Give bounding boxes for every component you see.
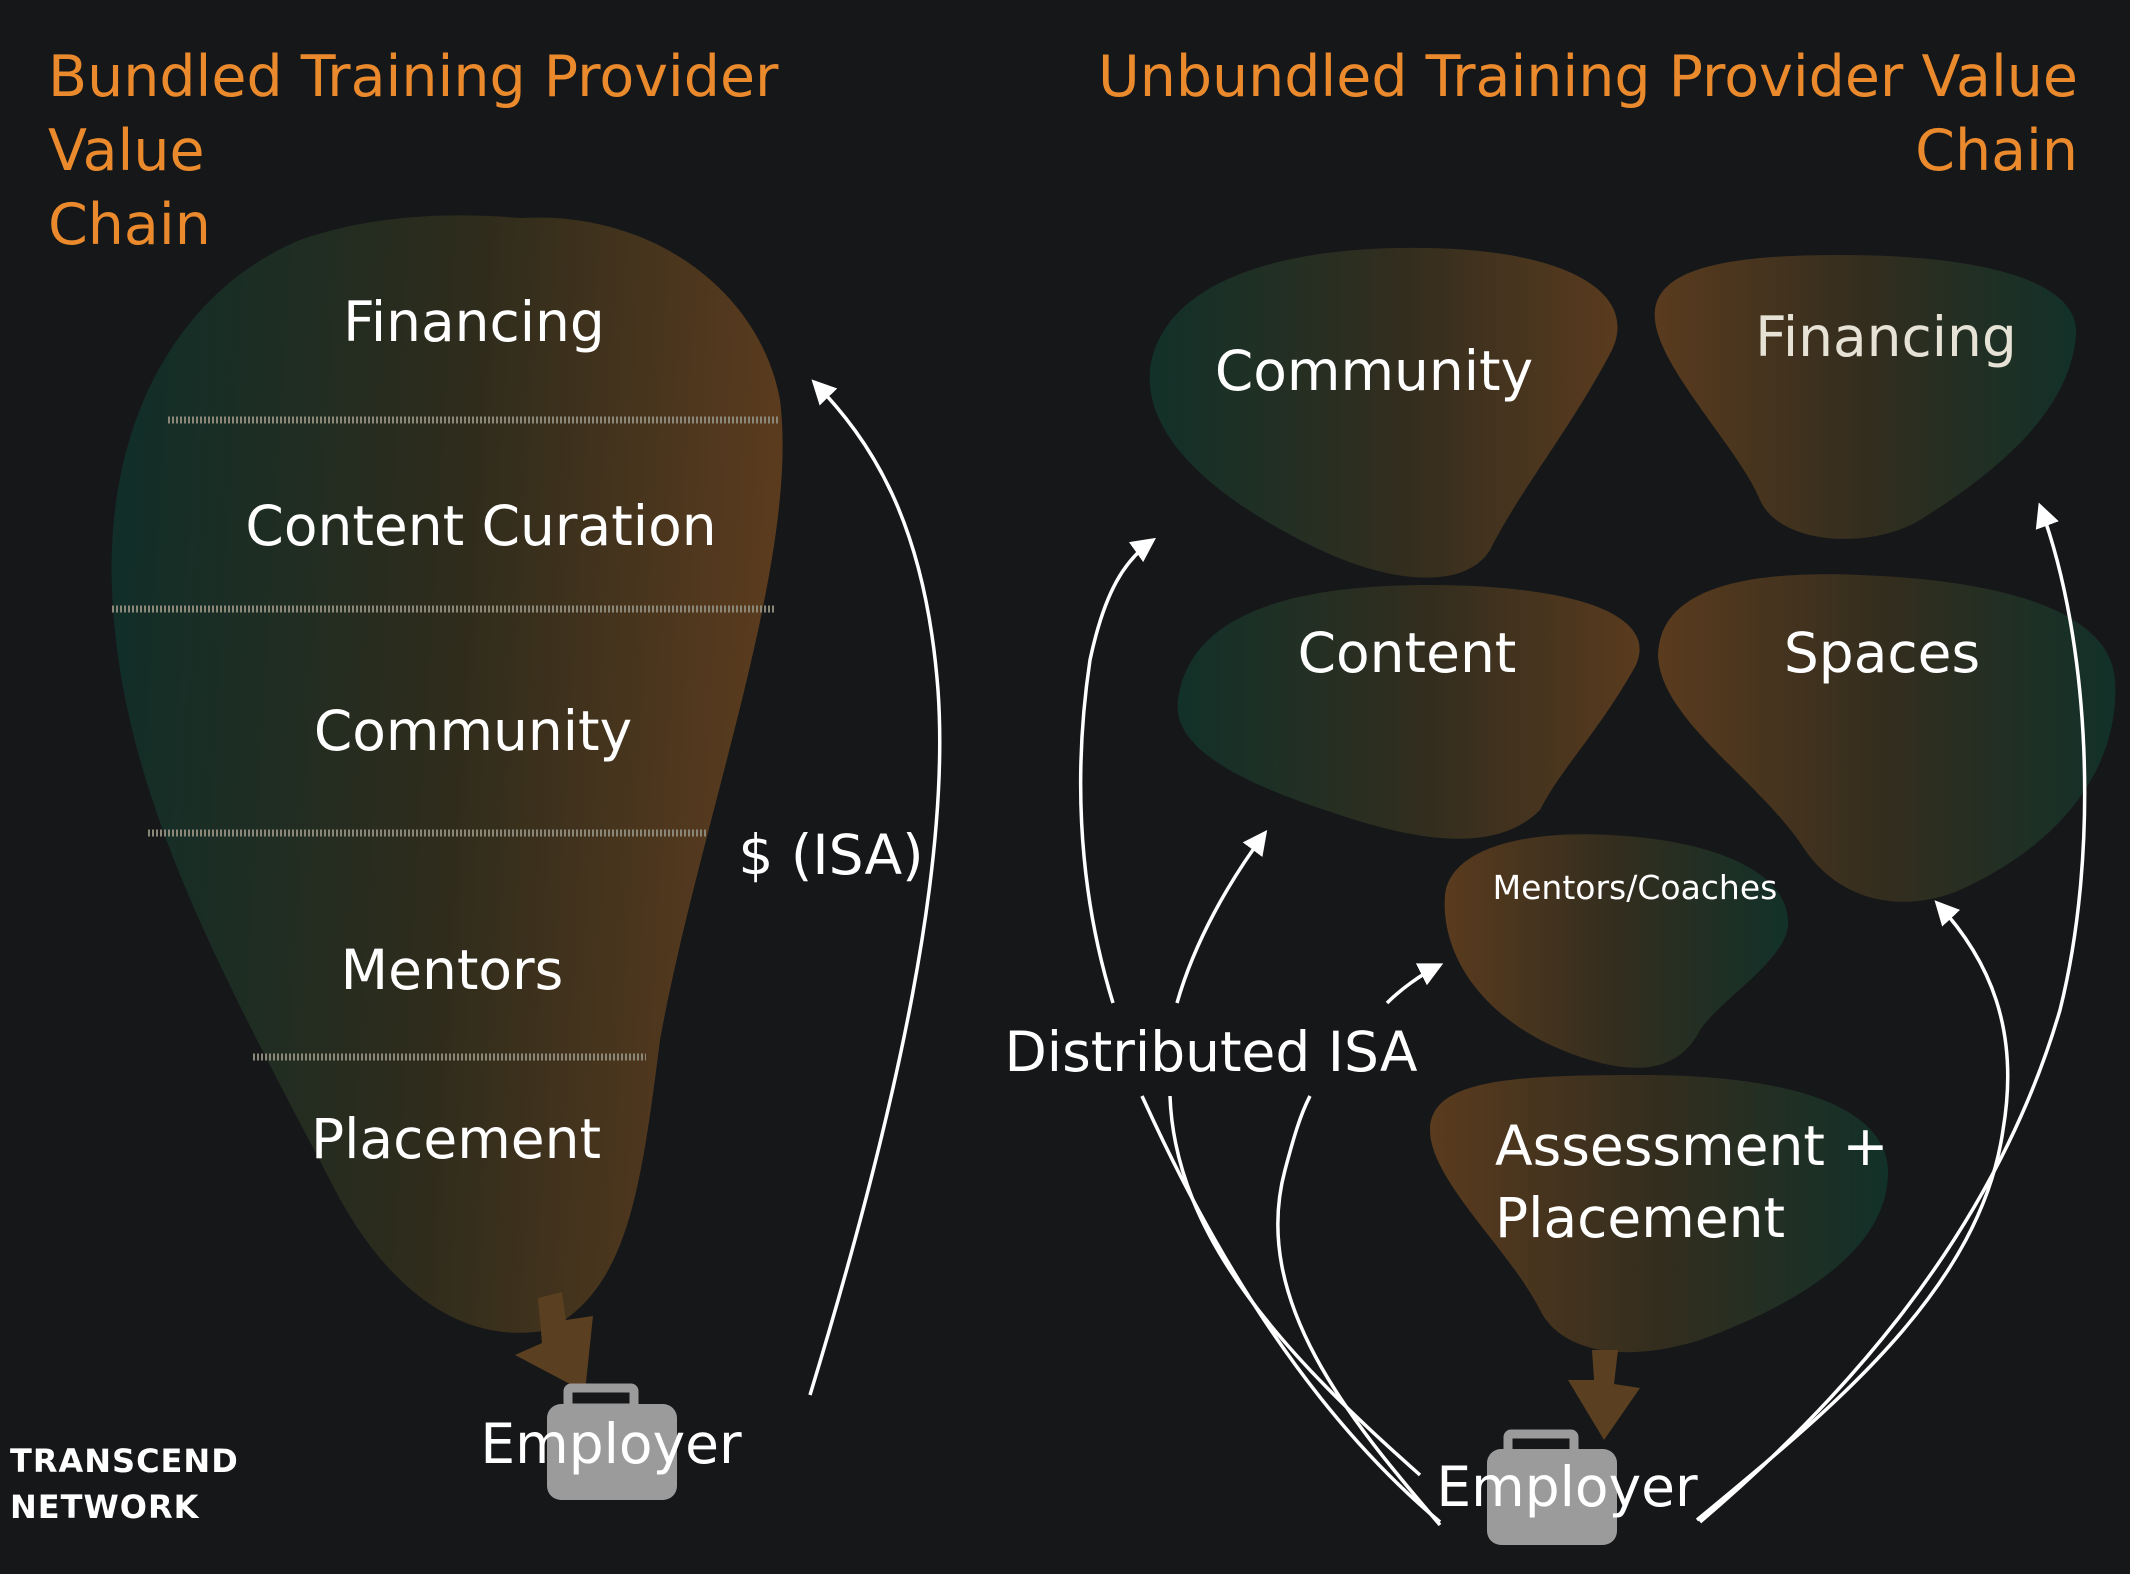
community-label: Community	[1214, 339, 1534, 403]
logo-line-2: NETWORK	[10, 1488, 200, 1526]
briefcase-icon	[1487, 1429, 1617, 1545]
isa-payment-arrow	[808, 379, 942, 1396]
arrow-to-content	[1175, 830, 1268, 1004]
mentors-block	[1444, 834, 1789, 1068]
employer-to-isa-3	[1276, 1095, 1442, 1527]
bundled-chain-title: Bundled Training Provider Value Chain	[48, 44, 779, 258]
content-label: Content	[1297, 621, 1517, 685]
layer-financing: Financing	[343, 290, 605, 354]
transcend-network-logo: TRANSCEND NETWORK	[10, 1438, 239, 1530]
arrow-to-community	[1078, 537, 1156, 1004]
arrow-to-mentors	[1385, 963, 1444, 1005]
employer-to-isa-2	[1168, 1095, 1422, 1477]
briefcase-icon	[547, 1383, 677, 1500]
arrow-to-financing	[1698, 502, 2087, 1524]
layer-content-curation: Content Curation	[245, 494, 717, 558]
arrow-to-spaces	[1695, 900, 2010, 1522]
isa-payment-label: $ (ISA)	[738, 823, 924, 887]
spaces-label: Spaces	[1783, 621, 1981, 685]
isa-distribution-arrows	[1078, 502, 2087, 1527]
financing-block	[1654, 255, 2077, 539]
financing-label: Financing	[1755, 305, 2017, 369]
layer-community: Community	[313, 699, 633, 763]
layer-placement: Placement	[310, 1107, 602, 1171]
content-block	[1177, 585, 1640, 839]
to-employer-arrow-right	[1568, 1350, 1640, 1440]
employer-label-left: Employer	[480, 1412, 742, 1476]
assessment-placement-label: Assessment + Placement	[1495, 1114, 1889, 1250]
unbundled-chain-title: Unbundled Training Provider Value Chain	[1097, 44, 2078, 184]
layer-dividers	[112, 416, 778, 1061]
spaces-block	[1658, 574, 2116, 902]
to-employer-arrow-left	[515, 1292, 593, 1392]
employer-label-right: Employer	[1436, 1455, 1698, 1519]
community-block	[1149, 247, 1618, 578]
mentors-coaches-label: Mentors/Coaches	[1492, 868, 1778, 907]
distributed-isa-label: Distributed ISA	[1004, 1020, 1418, 1084]
layer-mentors: Mentors	[340, 938, 564, 1002]
assessment-block	[1430, 1075, 1889, 1353]
employer-to-isa-1	[1140, 1095, 1442, 1524]
bundled-value-chain-shape	[111, 215, 783, 1333]
logo-line-1: TRANSCEND	[10, 1442, 239, 1480]
